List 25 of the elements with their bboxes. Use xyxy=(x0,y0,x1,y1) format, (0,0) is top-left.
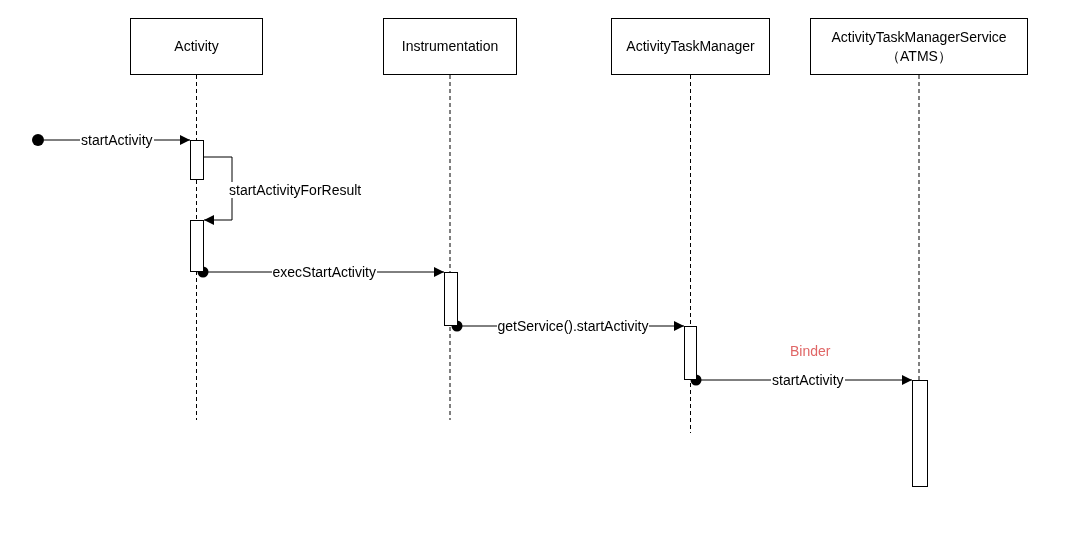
edge-label: startActivityForResult xyxy=(228,182,363,198)
lifeline xyxy=(449,74,451,421)
lifeline xyxy=(196,74,197,421)
edge-label: getService().startActivity xyxy=(496,318,650,334)
participant-name: Instrumentation xyxy=(401,37,499,56)
activation-bar xyxy=(912,380,928,487)
edge-label: execStartActivity xyxy=(271,264,377,280)
participant-box xyxy=(611,18,770,75)
participant-name: Activity xyxy=(174,37,219,56)
lifeline xyxy=(690,74,691,434)
participant-box xyxy=(810,18,1028,75)
start-dot xyxy=(32,134,44,146)
activation-bar xyxy=(190,140,204,180)
edge-label: startActivity xyxy=(80,132,154,148)
activation-bar xyxy=(684,326,697,380)
lifeline xyxy=(918,74,920,381)
note-label: Binder xyxy=(790,343,831,359)
message-arrow xyxy=(203,156,233,225)
participant-name: ActivityTaskManagerService （ATMS） xyxy=(830,28,1008,65)
edge-label: startActivity xyxy=(771,372,845,388)
participant-name: ActivityTaskManager xyxy=(626,37,755,56)
activation-bar xyxy=(190,220,204,272)
participant-box xyxy=(130,18,263,75)
activation-bar xyxy=(444,272,458,326)
participant-box xyxy=(383,18,517,75)
